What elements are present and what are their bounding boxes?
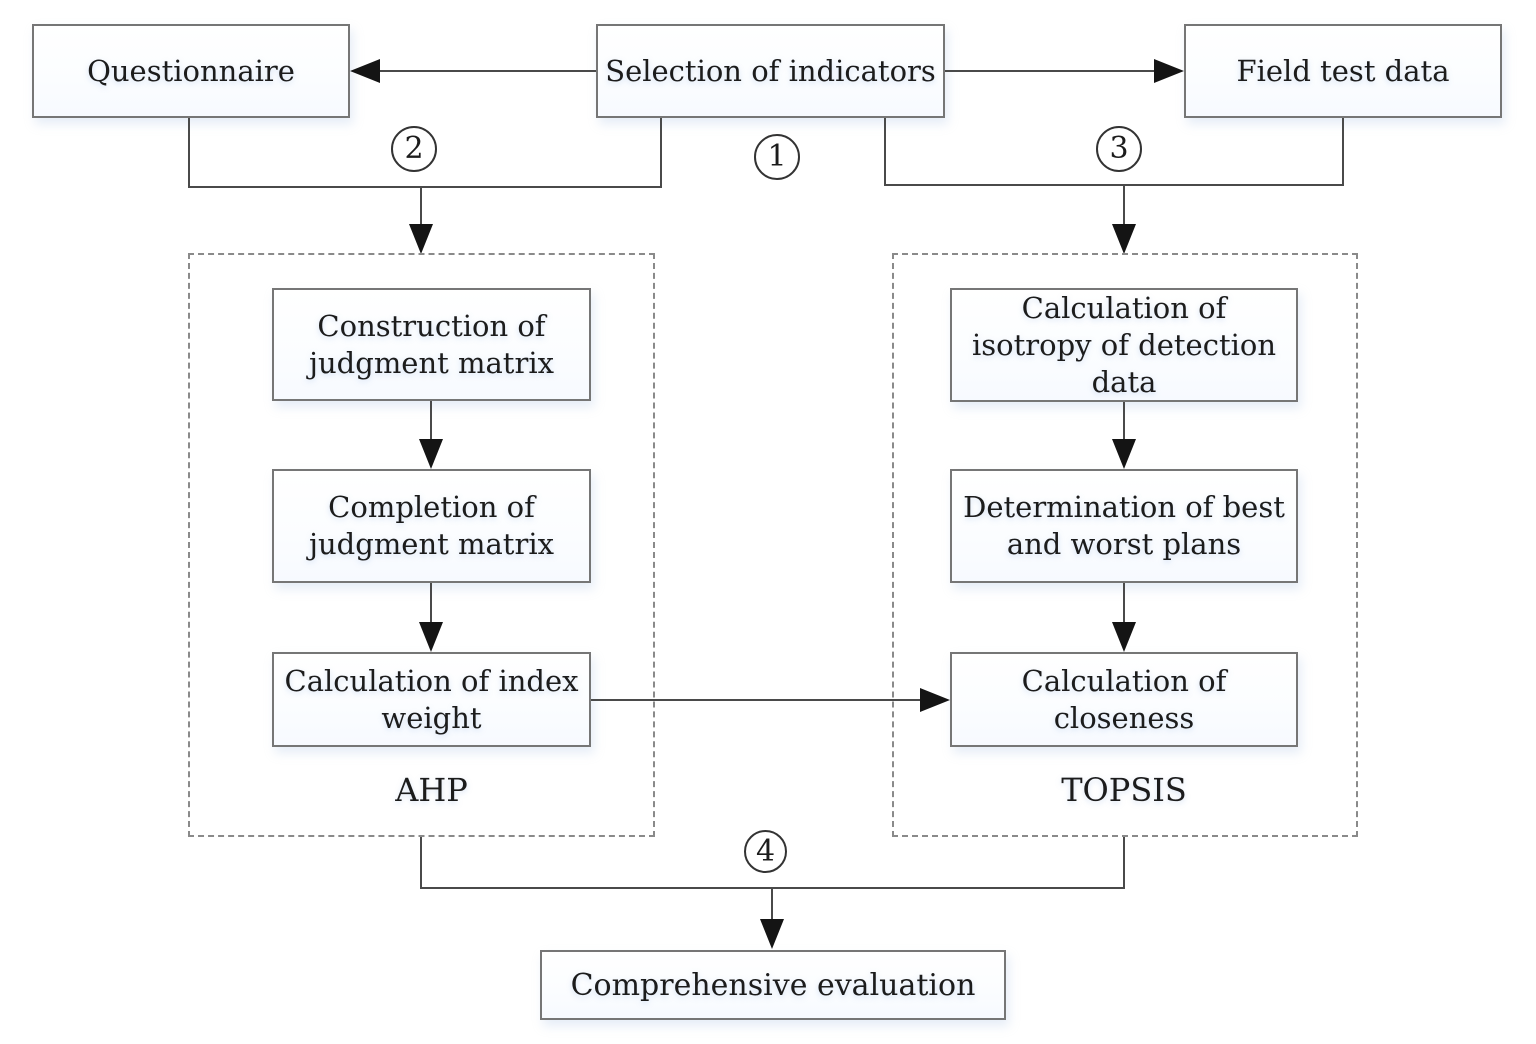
comprehensive-evaluation-box: Comprehensive evaluation (540, 950, 1006, 1020)
arrowhead-right-icon (1154, 59, 1184, 83)
calculation-of-index-weight-box: Calculation of index weight (272, 652, 591, 747)
step-3-number: 3 (1109, 131, 1129, 166)
selection-of-indicators-box: Selection of indicators (596, 24, 945, 118)
construction-of-judgment-matrix-box: Construction of judgment matrix (272, 288, 591, 401)
determination-best-worst-box: Determination of best and worst plans (950, 469, 1298, 583)
arrowhead-down-icon (760, 919, 784, 949)
step-4-number: 4 (755, 833, 776, 869)
connector-line (188, 186, 662, 188)
connector-line (378, 70, 596, 72)
ahp-group-label: AHP (395, 771, 468, 809)
connector-line (660, 118, 662, 188)
arrowhead-down-icon (1112, 622, 1136, 652)
arrowhead-down-icon (1112, 439, 1136, 469)
connector-line (591, 699, 922, 701)
step-2-badge: 2 (391, 126, 437, 172)
connector-line (420, 837, 422, 889)
connector-line (430, 401, 432, 441)
connector-line (188, 118, 190, 188)
connector-line (1123, 402, 1125, 441)
arrowhead-down-icon (409, 224, 433, 254)
calculation-of-isotropy-box: Calculation of isotropy of detection dat… (950, 288, 1298, 402)
connector-line (1123, 837, 1125, 889)
step-3-badge: 3 (1096, 126, 1142, 172)
arrowhead-down-icon (419, 622, 443, 652)
field-test-data-box: Field test data (1184, 24, 1502, 118)
connector-line (884, 184, 1344, 186)
arrowhead-down-icon (419, 439, 443, 469)
topsis-group-label: TOPSIS (1061, 771, 1187, 809)
ahp-group-frame (188, 253, 655, 837)
step-1-number: 1 (767, 139, 787, 174)
connector-line (884, 118, 886, 186)
arrowhead-right-icon (920, 688, 950, 712)
arrowhead-down-icon (1112, 224, 1136, 254)
connector-line (1342, 118, 1344, 186)
connector-line (1123, 583, 1125, 624)
step-2-number: 2 (404, 131, 424, 166)
connector-line (420, 186, 422, 226)
questionnaire-box: Questionnaire (32, 24, 350, 118)
connector-line (771, 887, 773, 921)
calculation-of-closeness-box: Calculation of closeness (950, 652, 1298, 747)
connector-line (1123, 184, 1125, 226)
step-4-badge: 4 (744, 830, 787, 873)
completion-of-judgment-matrix-box: Completion of judgment matrix (272, 469, 591, 583)
arrowhead-left-icon (350, 59, 380, 83)
connector-line (430, 583, 432, 624)
step-1-badge: 1 (754, 134, 800, 180)
topsis-group-frame (892, 253, 1358, 837)
connector-line (945, 70, 1156, 72)
